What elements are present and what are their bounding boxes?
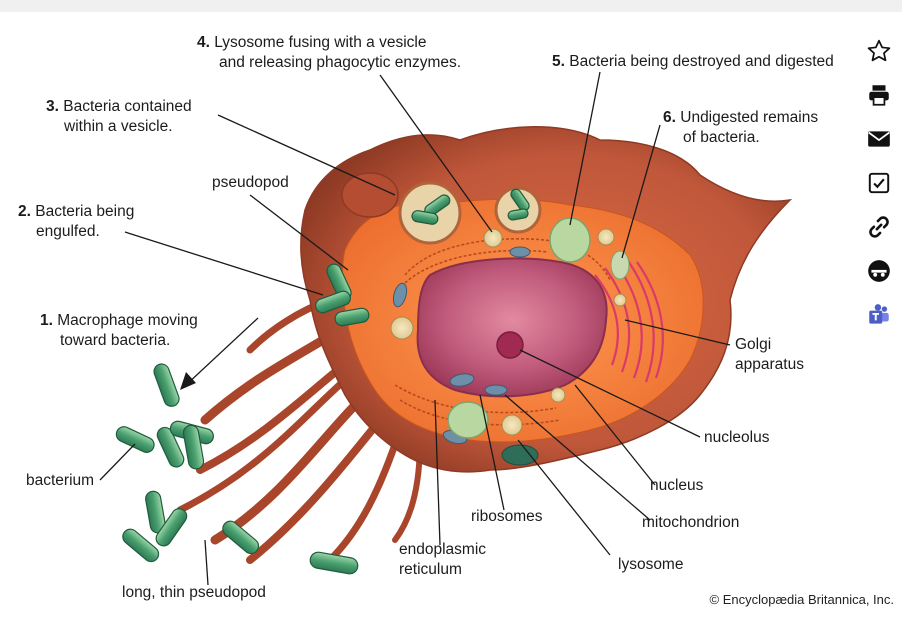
- label-lysosome: lysosome: [618, 555, 683, 575]
- step-3-line-1: Bacteria contained: [63, 98, 191, 115]
- pseudopod-text: pseudopod: [212, 174, 289, 191]
- step-6-number: 6.: [663, 109, 676, 126]
- step-1-line-1: Macrophage moving: [57, 312, 197, 329]
- step-4-line-1: Lysosome fusing with a vesicle: [214, 34, 426, 51]
- step-1-number: 1.: [40, 312, 53, 329]
- nucleolus-text: nucleolus: [704, 429, 770, 446]
- bacterium-text: bacterium: [26, 472, 94, 489]
- label-endoplasmic-reticulum: endoplasmic reticulum: [399, 540, 486, 580]
- label-bacterium: bacterium: [26, 471, 94, 491]
- step-6-line-1: Undigested remains: [680, 109, 818, 126]
- label-step-2: 2. Bacteria being engulfed.: [18, 202, 134, 242]
- label-mitochondrion: mitochondrion: [642, 513, 739, 533]
- label-step-6: 6. Undigested remains of bacteria.: [663, 108, 818, 148]
- email-icon: [866, 126, 892, 152]
- step-5-number: 5.: [552, 53, 565, 70]
- label-nucleus: nucleus: [650, 476, 703, 496]
- nucleolus-shape: [497, 332, 523, 358]
- teams-icon: [866, 302, 892, 328]
- label-nucleolus: nucleolus: [704, 428, 770, 448]
- step-4-line-2: and releasing phagocytic enzymes.: [197, 54, 461, 71]
- step-6-line-2: of bacteria.: [663, 129, 760, 146]
- golgi-line-1: Golgi: [735, 336, 771, 353]
- favorite-button[interactable]: [864, 36, 894, 66]
- nucleus-text: nucleus: [650, 477, 703, 494]
- step-5-line-1: Bacteria being destroyed and digested: [569, 53, 834, 70]
- label-step-4: 4. Lysosome fusing with a vesicle and re…: [197, 33, 461, 73]
- email-button[interactable]: [864, 124, 894, 154]
- ribosomes-text: ribosomes: [471, 508, 543, 525]
- star-icon: [866, 38, 892, 64]
- copy-link-button[interactable]: [864, 212, 894, 242]
- label-step-3: 3. Bacteria contained within a vesicle.: [46, 97, 192, 137]
- label-golgi: Golgi apparatus: [735, 335, 804, 375]
- step-3-number: 3.: [46, 98, 59, 115]
- print-button[interactable]: [864, 80, 894, 110]
- label-long-thin-pseudopod: long, thin pseudopod: [122, 583, 266, 603]
- step-1-line-2: toward bacteria.: [40, 332, 170, 349]
- share-toolbar: [858, 36, 902, 344]
- step-2-number: 2.: [18, 203, 31, 220]
- step-3-line-2: within a vesicle.: [46, 118, 173, 135]
- step-4-number: 4.: [197, 34, 210, 51]
- incognito-button[interactable]: [864, 256, 894, 286]
- er-line-2: reticulum: [399, 561, 462, 578]
- label-step-1: 1. Macrophage moving toward bacteria.: [40, 311, 198, 351]
- label-step-5: 5. Bacteria being destroyed and digested: [552, 52, 868, 72]
- step-2-line-2: engulfed.: [18, 223, 100, 240]
- step-2-line-1: Bacteria being: [35, 203, 134, 220]
- arrow-head: [180, 372, 196, 390]
- label-ribosomes: ribosomes: [471, 507, 543, 527]
- golgi-line-2: apparatus: [735, 356, 804, 373]
- lysosome-text: lysosome: [618, 556, 683, 573]
- print-icon: [866, 82, 892, 108]
- nucleus-shape: [418, 258, 607, 396]
- mitochondrion-text: mitochondrion: [642, 514, 739, 531]
- mask-icon: [866, 258, 892, 284]
- teams-share-button[interactable]: [864, 300, 894, 330]
- er-line-1: endoplasmic: [399, 541, 486, 558]
- link-icon: [866, 214, 892, 240]
- save-checkbox-button[interactable]: [864, 168, 894, 198]
- copyright-credit: © Encyclopædia Britannica, Inc.: [710, 592, 894, 607]
- checkbox-icon: [866, 170, 892, 196]
- label-pseudopod: pseudopod: [212, 173, 289, 193]
- long-pseudopod-text: long, thin pseudopod: [122, 584, 266, 601]
